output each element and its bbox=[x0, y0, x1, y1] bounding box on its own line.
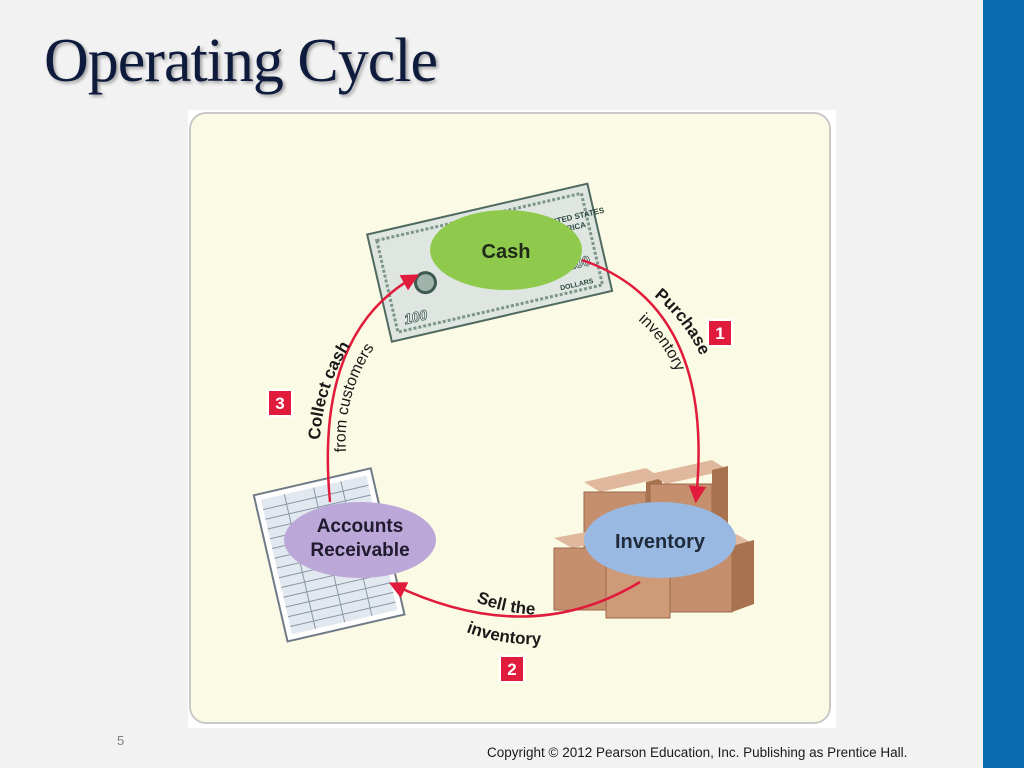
step-2-number: 2 bbox=[507, 660, 516, 679]
copyright-notice: Copyright © 2012 Pearson Education, Inc.… bbox=[487, 745, 908, 760]
slide-number: 5 bbox=[117, 733, 125, 748]
node-receivable-label-line2: Receivable bbox=[310, 540, 409, 561]
arrow-cash-to-inventory bbox=[581, 258, 707, 504]
node-cash-label: Cash bbox=[482, 241, 531, 263]
arrow-receivable-to-cash bbox=[326, 274, 420, 503]
node-receivable-label-line1: Accounts bbox=[317, 516, 404, 537]
node-inventory-label: Inventory bbox=[615, 531, 706, 553]
node-accounts-receivable: Accounts Receivable bbox=[284, 502, 436, 578]
step-2-badge: 2 bbox=[499, 655, 525, 683]
node-cash: Cash bbox=[430, 210, 582, 290]
step-1-badge: 1 bbox=[707, 319, 733, 347]
node-inventory: Inventory bbox=[584, 502, 736, 578]
operating-cycle-diagram: 100 UNITED STATES AMERICA 100 DOLLARS bbox=[189, 112, 831, 724]
arrow-inventory-to-receivable bbox=[388, 580, 641, 618]
side-accent-band bbox=[983, 0, 1024, 768]
step-3-badge: 3 bbox=[267, 389, 293, 417]
step-1-number: 1 bbox=[715, 324, 724, 343]
operating-cycle-figure: 100 UNITED STATES AMERICA 100 DOLLARS bbox=[188, 110, 836, 728]
slide-title: Operating Cycle bbox=[44, 27, 438, 95]
step-3-number: 3 bbox=[275, 394, 284, 413]
bill-denomination-left: 100 bbox=[402, 306, 429, 327]
